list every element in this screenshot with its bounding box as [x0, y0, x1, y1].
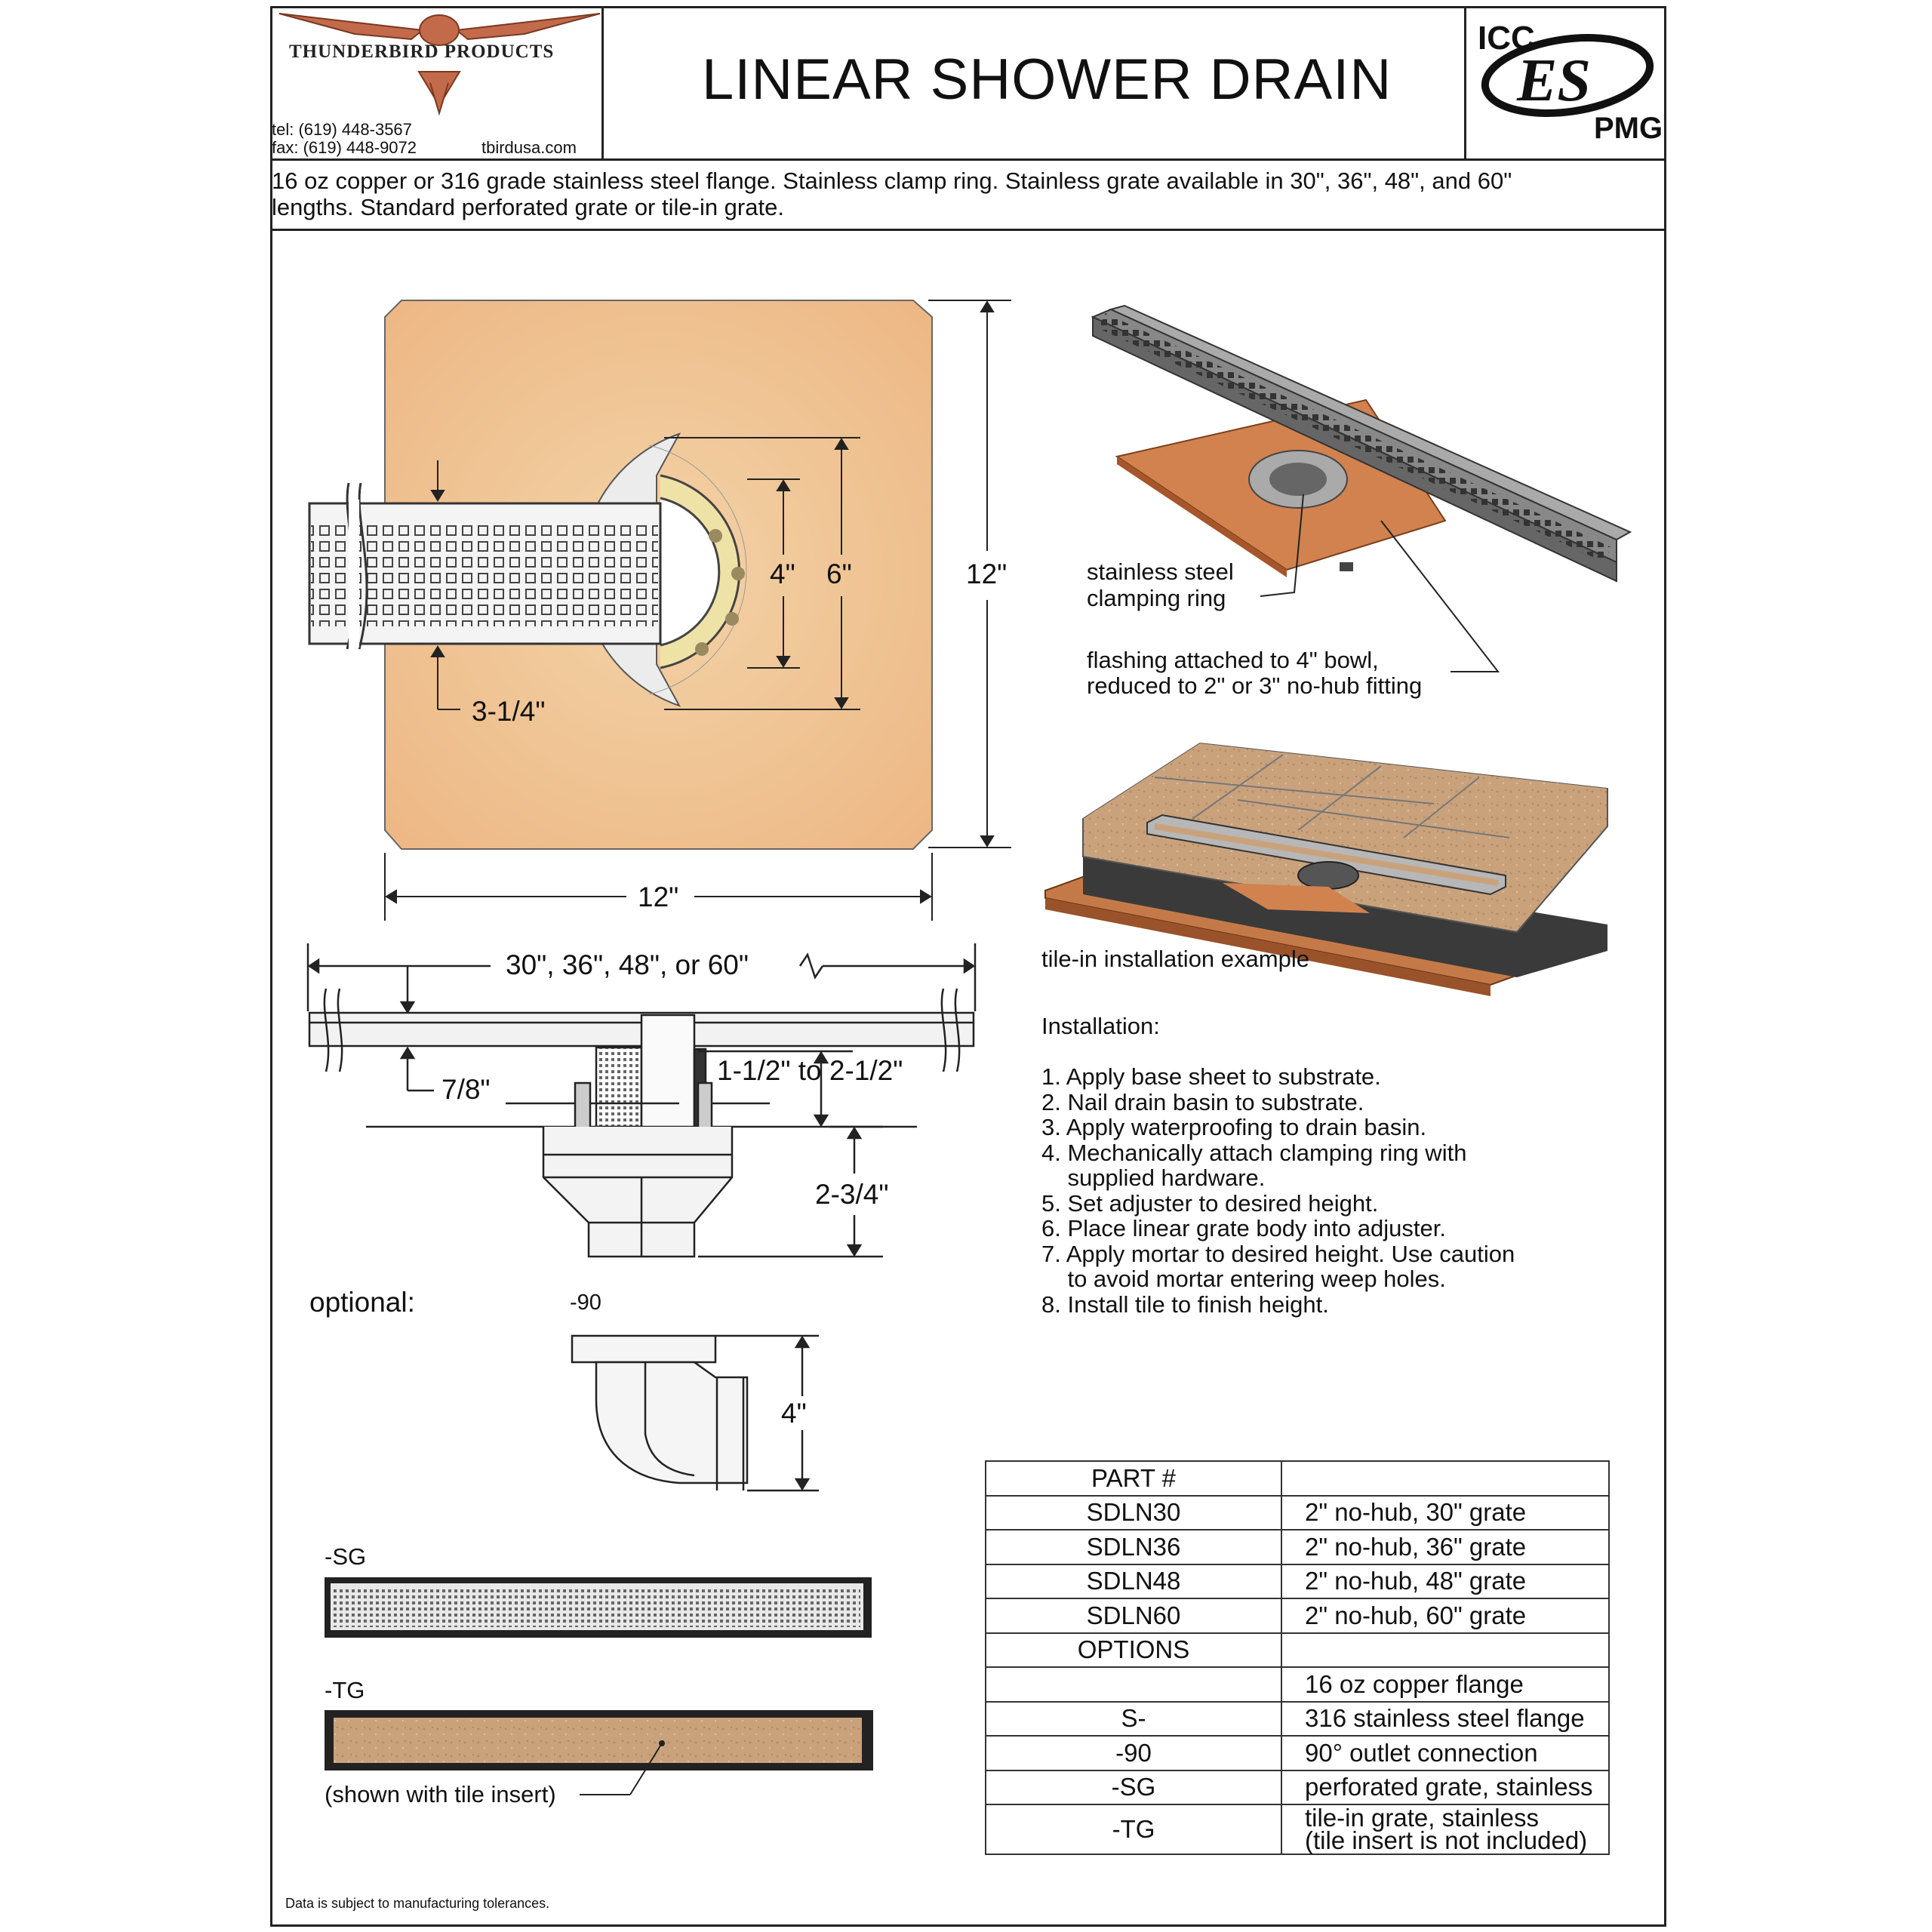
table-row: PART # — [985, 1460, 1610, 1497]
installation-step: 1. Apply base sheet to substrate. — [1041, 1063, 1381, 1090]
installation-step: supplied hardware. — [1041, 1164, 1266, 1191]
installation-step: 7. Apply mortar to desired height. Use c… — [1041, 1240, 1515, 1267]
optional-heading: optional: — [309, 1287, 415, 1318]
table-row: S-316 stainless steel flange — [985, 1700, 1610, 1737]
part-cell — [985, 1666, 1282, 1703]
part-cell: SDLN36 — [985, 1529, 1282, 1565]
description-line-1: 16 oz copper or 316 grade stainless stee… — [272, 168, 1512, 194]
desc-cell: 2" no-hub, 48" grate — [1281, 1563, 1610, 1599]
dim-12-inch-vertical: 12" — [966, 558, 1008, 589]
flashing-label-2: reduced to 2" or 3" no-hub fitting — [1087, 672, 1423, 699]
part-cell: -TG — [985, 1804, 1282, 1855]
part-cell: S- — [985, 1700, 1282, 1737]
elbow-90-drawing — [571, 1334, 819, 1492]
cert-divider — [1464, 6, 1466, 160]
desc-cell — [1281, 1632, 1610, 1668]
sg-grate-drawing — [325, 1577, 872, 1638]
part-cell: PART # — [985, 1460, 1282, 1497]
desc-cell: 16 oz copper flange — [1281, 1666, 1610, 1703]
installation-step: to avoid mortar entering weep holes. — [1041, 1266, 1446, 1292]
dim-adjuster-range: 1-1/2" to 2-1/2" — [717, 1055, 903, 1086]
dim-2-3-4-inch: 2-3/4" — [815, 1179, 889, 1210]
desc-cell: 2" no-hub, 30" grate — [1281, 1494, 1610, 1531]
desc-cell: perforated grate, stainless — [1281, 1769, 1610, 1805]
clamp-ring-label-1: stainless steel — [1087, 558, 1234, 585]
desc-line: tile-in grate, stainless — [1305, 1804, 1539, 1832]
table-row: 16 oz copper flange — [985, 1666, 1610, 1703]
part-cell: SDLN60 — [985, 1598, 1282, 1634]
description-divider — [270, 229, 1666, 231]
dim-grate-length: 30", 36", 48", or 60" — [506, 949, 749, 980]
tg-grate-drawing — [325, 1710, 873, 1795]
dim-12-inch-horizontal: 12" — [638, 881, 679, 912]
plan-view-flange — [308, 300, 933, 850]
part-cell: OPTIONS — [985, 1632, 1282, 1668]
dim-4-inch: 4" — [770, 558, 795, 589]
clamp-ring-label-2: clamping ring — [1087, 585, 1226, 611]
installation-step: 6. Place linear grate body into adjuster… — [1041, 1215, 1446, 1241]
isometric-drain-image — [1091, 304, 1632, 583]
tile-in-installation-image — [1044, 742, 1608, 996]
part-cell: -SG — [985, 1769, 1282, 1805]
pmg-label: PMG — [1594, 112, 1663, 145]
page-title: LINEAR SHOWER DRAIN — [702, 48, 1392, 112]
footer-note: Data is subject to manufacturing toleran… — [285, 1896, 550, 1911]
logo-divider — [601, 6, 604, 160]
sg-label: -SG — [325, 1543, 367, 1570]
desc-cell: 316 stainless steel flange — [1281, 1700, 1610, 1737]
company-name: THUNDERBIRD PRODUCTS — [289, 42, 555, 62]
icc-label: ICC — [1478, 20, 1535, 57]
tg-label: -TG — [325, 1677, 365, 1703]
installation-step: 3. Apply waterproofing to drain basin. — [1041, 1114, 1427, 1140]
installation-heading: Installation: — [1041, 1013, 1160, 1039]
website-link[interactable]: tbirdusa.com — [481, 138, 577, 157]
installation-step: 8. Install tile to finish height. — [1041, 1291, 1329, 1318]
dim-3-1-4-inch: 3-1/4" — [472, 696, 546, 727]
dim-elbow-4-inch: 4" — [781, 1398, 807, 1429]
desc-cell: tile-in grate, stainless (tile insert is… — [1281, 1804, 1610, 1855]
spec-sheet-frame — [270, 6, 1666, 1927]
plan-dimension-lines — [384, 300, 1011, 921]
section-view — [306, 943, 977, 1258]
desc-cell: 2" no-hub, 36" grate — [1281, 1529, 1610, 1565]
part-cell: -90 — [985, 1735, 1282, 1771]
phone-number: tel: (619) 448-3567 — [272, 120, 412, 139]
part-cell: SDLN30 — [985, 1494, 1282, 1531]
header-divider — [270, 158, 1666, 161]
desc-line: (tile insert is not included) — [1305, 1826, 1588, 1854]
desc-cell: 2" no-hub, 60" grate — [1281, 1598, 1610, 1634]
fax-number: fax: (619) 448-9072 — [272, 138, 417, 157]
tile-in-label: tile-in installation example — [1041, 946, 1309, 972]
es-label: ES — [1517, 48, 1591, 114]
callout-leaders — [1260, 494, 1500, 672]
table-row: -TG tile-in grate, stainless (tile inser… — [985, 1804, 1610, 1855]
desc-cell — [1281, 1460, 1610, 1497]
installation-step: 5. Set adjuster to desired height. — [1041, 1189, 1379, 1217]
desc-cell: 90° outlet connection — [1281, 1735, 1610, 1771]
elbow-label: -90 — [570, 1291, 601, 1315]
installation-step: 2. Nail drain basin to substrate. — [1041, 1088, 1364, 1115]
flashing-label-1: flashing attached to 4" bowl, — [1087, 647, 1379, 673]
thunderbird-eagle-icon — [278, 13, 601, 116]
description-line-2: lengths. Standard perforated grate or ti… — [272, 194, 784, 220]
tile-insert-note: (shown with tile insert) — [325, 1781, 556, 1807]
icc-es-logo — [1481, 34, 1654, 117]
table-row: OPTIONS — [985, 1632, 1610, 1668]
dim-7-8-inch: 7/8" — [441, 1074, 491, 1105]
installation-steps: 1. Apply base sheet to substrate. 2. Nai… — [1041, 1064, 1515, 1317]
dim-6-inch: 6" — [826, 558, 852, 589]
part-cell: SDLN48 — [985, 1563, 1282, 1599]
installation-step: 4. Mechanically attach clamping ring wit… — [1041, 1139, 1467, 1166]
